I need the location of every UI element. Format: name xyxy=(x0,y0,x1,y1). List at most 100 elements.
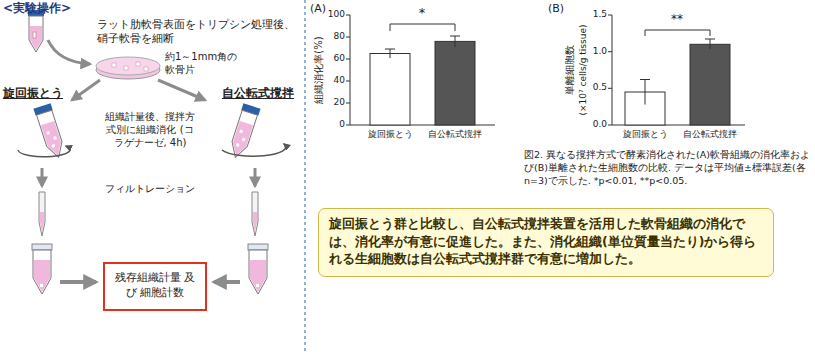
motion-arrow xyxy=(18,146,70,157)
tube-icon xyxy=(248,244,268,250)
bar-chart xyxy=(435,41,475,125)
bar-chart xyxy=(608,125,612,126)
panel-letter: (B) xyxy=(548,2,564,16)
tube-icon xyxy=(242,138,246,142)
bar-chart xyxy=(390,49,391,58)
tick-label: 80 xyxy=(334,31,345,43)
bar-chart xyxy=(640,79,650,80)
bar-chart xyxy=(645,80,646,105)
axis-title: (×10⁷ cells/g tissue) xyxy=(578,25,590,116)
tube-icon xyxy=(41,121,65,158)
bar-chart xyxy=(608,15,745,125)
bar-chart xyxy=(608,15,612,16)
bar-chart xyxy=(346,125,350,126)
method-label: 自公転式撹拌 xyxy=(222,86,294,102)
box-text: 残存組織計量 及び 細胞計数 xyxy=(110,270,200,301)
flow-arrow xyxy=(214,280,240,284)
tube-icon xyxy=(229,121,253,158)
step-text: フィルトレーション xyxy=(105,182,195,195)
tube-icon xyxy=(239,129,243,133)
bar-chart xyxy=(455,36,456,47)
box-text: 旋回振とう群と比較し、自公転式撹拌装置を活用した軟骨組織の消化では、消化率が有意… xyxy=(329,215,763,268)
figure-caption: 図2. 異なる撹拌方式で酵素消化された(A)軟骨組織の消化率および(B)単離され… xyxy=(524,149,810,187)
bar-chart xyxy=(350,15,351,125)
bar-chart xyxy=(608,88,612,89)
category-label: 自公転式撹拌 xyxy=(428,129,482,141)
bar-chart xyxy=(346,59,350,60)
flow-arrow xyxy=(60,280,96,284)
dish-icon xyxy=(96,57,160,75)
tick-label: 100 xyxy=(328,9,345,21)
bar-chart xyxy=(346,103,350,104)
tube-icon xyxy=(33,32,36,38)
tick-label: 60 xyxy=(334,53,345,65)
dish-icon xyxy=(136,62,140,66)
tube-icon xyxy=(40,284,43,287)
flow-arrow xyxy=(254,168,257,186)
summary-box: 旋回振とう群と比較し、自公転式撹拌装置を活用した軟骨組織の消化では、消化率が有意… xyxy=(318,208,774,277)
divider-line xyxy=(304,0,305,352)
flow-arrow xyxy=(72,80,100,100)
category-label: 自公転式撹拌 xyxy=(683,129,737,141)
section-heading: <実験操作> xyxy=(3,1,71,17)
tick-label: 0.5 xyxy=(593,82,607,94)
bar-chart xyxy=(346,37,350,38)
motion-arrow xyxy=(222,144,286,156)
pipette-icon xyxy=(253,212,257,232)
tube-icon xyxy=(53,136,57,140)
dish-icon xyxy=(96,57,160,79)
bar-chart xyxy=(645,30,710,36)
tube-icon xyxy=(37,110,67,160)
tube-icon xyxy=(236,143,240,147)
method-label: 旋回振とう xyxy=(3,86,63,102)
tick-label: 0.0 xyxy=(593,119,607,131)
pipette-icon xyxy=(39,192,258,236)
tube-icon xyxy=(30,26,42,50)
bar-chart xyxy=(612,15,613,125)
tick-label: 1.0 xyxy=(593,46,607,58)
flow-arrow xyxy=(41,168,44,186)
result-box: 残存組織計量 及び 細胞計数 xyxy=(103,262,207,311)
tick-label: 20 xyxy=(334,97,345,109)
bar-chart xyxy=(710,39,711,49)
pipette-icon xyxy=(40,212,44,232)
panel-letter: (A) xyxy=(310,2,326,16)
tube-icon xyxy=(249,250,267,294)
dish-icon xyxy=(144,67,148,71)
tube-icon xyxy=(227,103,261,160)
tube-icon xyxy=(52,144,56,148)
category-label: 旋回振とう xyxy=(623,129,668,141)
dish-icon xyxy=(124,66,128,70)
bar-chart xyxy=(346,15,350,16)
pipette-icon xyxy=(39,192,45,236)
tube-icon xyxy=(28,10,44,52)
flow-arrow xyxy=(158,80,205,100)
tube-icon xyxy=(228,110,258,160)
bar-chart xyxy=(608,51,612,52)
dish-icon xyxy=(112,63,116,67)
tube-icon xyxy=(256,284,259,287)
tube-icon xyxy=(32,244,52,250)
significance-mark: * xyxy=(419,5,426,22)
step-text: 約1～1mm角の 軟骨片 xyxy=(165,50,247,76)
bar-chart xyxy=(450,36,460,37)
tube-icon xyxy=(29,16,43,52)
category-label: 旋回振とう xyxy=(368,129,413,141)
bar-chart xyxy=(385,49,395,50)
flow-arrow xyxy=(48,40,90,64)
axis-title: 単離細胞数 xyxy=(563,45,576,95)
bar-chart xyxy=(346,15,495,125)
significance-mark: ** xyxy=(671,12,683,28)
pipette-icon xyxy=(252,192,258,236)
tick-label: 1.5 xyxy=(593,9,607,21)
tube-icon xyxy=(32,244,52,294)
tube-icon xyxy=(33,103,67,160)
tick-label: 40 xyxy=(334,75,345,87)
tube-icon xyxy=(33,250,51,294)
bar-chart xyxy=(690,44,730,125)
tube-icon xyxy=(248,244,268,294)
tick-label: 0 xyxy=(339,119,345,131)
step-text: 組織計量後、撹拌方式別に組織消化 (コラゲナーゼ, 4h) xyxy=(102,110,198,149)
axis-title: 組織消化率(%) xyxy=(312,36,325,103)
bar-chart xyxy=(370,54,410,126)
